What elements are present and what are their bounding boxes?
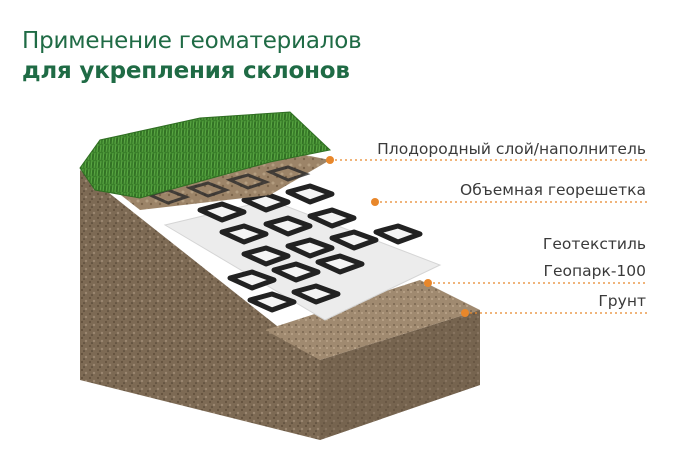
label-geotextile-1: Геотекстиль (542, 235, 646, 253)
label-geogrid: Объемная георешетка (460, 181, 646, 199)
geogrid (197, 183, 423, 313)
leader-lines (330, 159, 648, 314)
title-block: Применение геоматериалов для укрепления … (22, 26, 362, 86)
page-subtitle: для укрепления склонов (22, 58, 350, 84)
soil-top (265, 280, 480, 360)
leader-dots (326, 156, 469, 317)
label-soil: Грунт (598, 292, 646, 310)
soil-left-face (80, 170, 320, 440)
label-fertile-layer: Плодородный слой/наполнитель (377, 140, 646, 158)
grass-layer (80, 112, 330, 198)
page-title: Применение геоматериалов (22, 28, 362, 54)
label-geotextile-2: Геопарк-100 (543, 262, 646, 280)
